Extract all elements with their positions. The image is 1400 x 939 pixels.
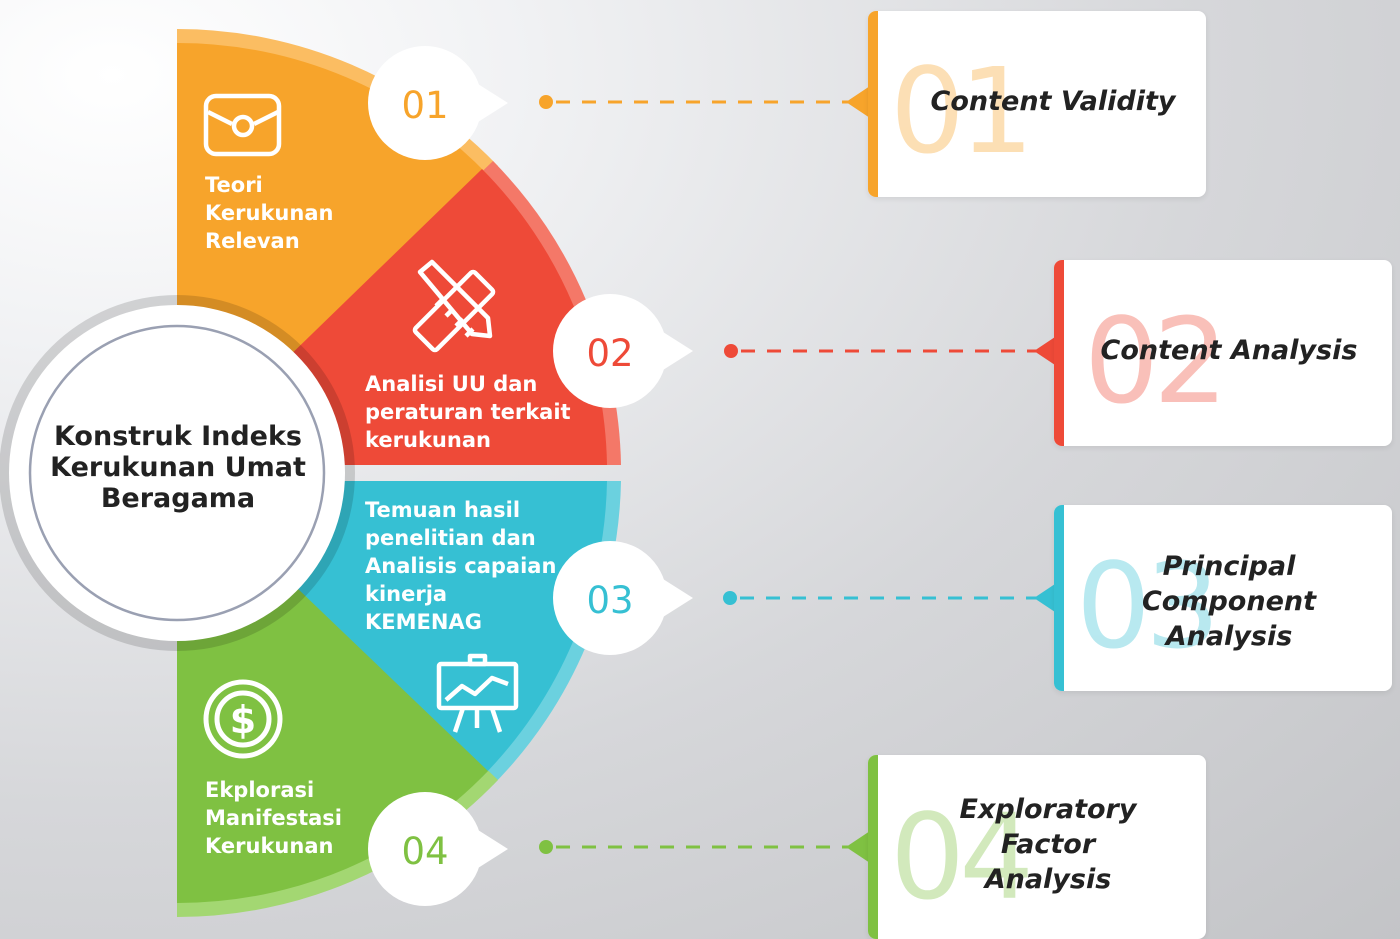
card-watermark-number: 03	[1076, 537, 1220, 675]
card-title: Exploratory Factor Analysis	[959, 794, 1137, 895]
method-card-3: 03 Principal Component Analysis	[1054, 505, 1392, 691]
center-circle-ring	[28, 324, 326, 622]
card-watermark-number: 02	[1084, 292, 1228, 430]
connector-1	[539, 82, 876, 122]
card-watermark-number: 04	[890, 788, 1034, 926]
method-card-2: 02 Content Analysis	[1054, 260, 1392, 446]
number-bubble-3	[553, 541, 693, 655]
method-card-1: 01 Content Validity	[868, 11, 1206, 197]
segment-label-2: Analisi UU dan peraturan terkait kerukun…	[365, 372, 571, 452]
card-accent-bar	[1054, 505, 1064, 691]
step-number-1: 01	[401, 84, 449, 127]
method-card-4: 04 Exploratory Factor Analysis	[868, 755, 1206, 939]
step-number-4: 04	[401, 830, 449, 873]
connector-2	[724, 331, 1064, 371]
briefcase-icon	[203, 93, 282, 157]
presentation-chart-icon	[436, 653, 519, 733]
card-accent-bar	[868, 11, 878, 197]
step-number-2: 02	[586, 332, 634, 375]
segment-label-3: Temuan hasil penelitian dan Analisis cap…	[365, 498, 557, 634]
card-watermark-number: 01	[890, 42, 1034, 180]
segment-label-4: Ekplorasi Manifestasi Kerukunan	[205, 778, 343, 858]
segment-label-1: Teori Kerukunan Relevan	[205, 173, 334, 253]
card-accent-bar	[1054, 260, 1064, 446]
pencil-ruler-icon	[412, 259, 496, 353]
number-bubble-2	[553, 294, 693, 408]
step-number-3: 03	[586, 579, 634, 622]
dollar-coin-icon: $	[203, 679, 283, 759]
svg-text:$: $	[230, 698, 256, 742]
center-title: Konstruk Indeks Kerukunan Umat Beragama	[50, 421, 306, 514]
card-title: Content Analysis	[1100, 335, 1358, 366]
card-accent-bar	[868, 755, 878, 939]
center-circle	[9, 305, 345, 641]
number-bubble-1	[368, 46, 508, 160]
card-title: Principal Component Analysis	[1141, 551, 1317, 652]
connector-3	[723, 578, 1064, 618]
number-bubble-4	[368, 792, 508, 906]
connector-4	[539, 827, 876, 867]
card-title: Content Validity	[930, 86, 1176, 117]
